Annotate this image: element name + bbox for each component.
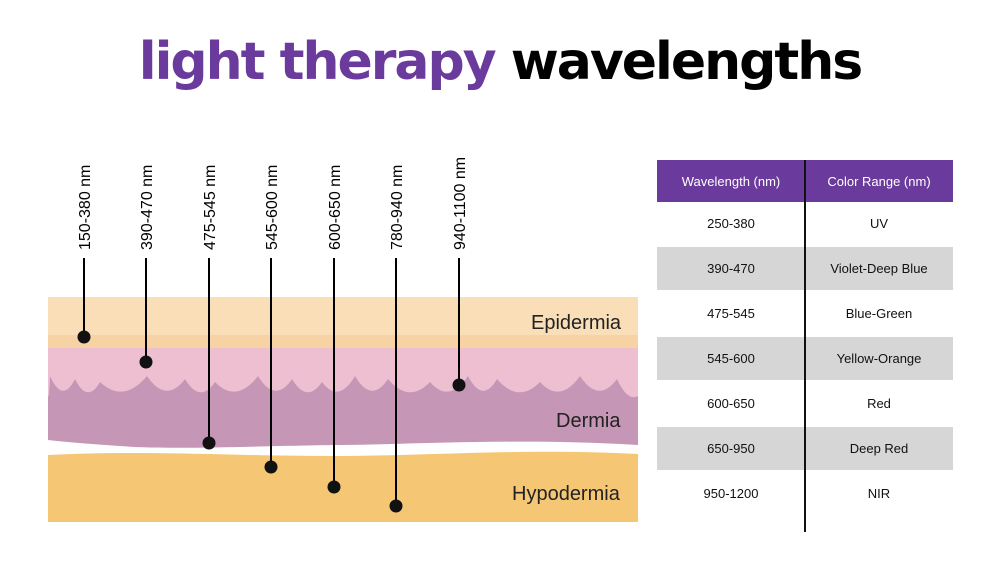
table-cell-wavelength: 950-1200 (703, 486, 759, 501)
wavelength-table: Wavelength (nm) Color Range (nm) 250-380… (657, 160, 953, 515)
marker-dot (264, 460, 278, 474)
table-row: 475-545 Blue-Green (657, 292, 953, 335)
table-cell-color-range: Blue-Green (845, 306, 913, 321)
hypodermis-layer (48, 451, 638, 522)
table-row: 545-600 Yellow-Orange (657, 337, 953, 380)
wavelength-label-940-1100: 940-1100 nm (452, 157, 469, 250)
marker-dot (327, 480, 341, 494)
table-row: 650-950 Deep Red (657, 427, 953, 470)
marker-dot (202, 436, 216, 450)
table-cell-color-range: NIR (867, 486, 891, 501)
table-cell-wavelength: 600-650 (707, 396, 755, 411)
wavelength-label-545-600: 545-600 nm (264, 165, 281, 250)
wavelength-label-600-650: 600-650 nm (327, 165, 344, 250)
skin-layers-diagram: Epidermia Dermia Hypodermia 150-380 nm 3… (48, 157, 638, 522)
table-cell-color-range: Deep Red (805, 427, 953, 470)
marker-dot (139, 355, 153, 369)
table-cell-color-range: Red (867, 396, 891, 411)
table-cell-wavelength: 475-545 (707, 306, 755, 321)
table-cell-wavelength: 390-470 (657, 247, 805, 290)
layer-label-hypodermia: Hypodermia (512, 483, 621, 505)
layer-label-epidermia: Epidermia (531, 312, 622, 334)
wavelength-label-475-545: 475-545 nm (202, 165, 219, 250)
wavelength-label-390-470: 390-470 nm (139, 165, 156, 250)
table-cell-color-range: Yellow-Orange (805, 337, 953, 380)
table-cell-wavelength: 250-380 (707, 216, 755, 231)
title-accent: light therapy (138, 32, 497, 92)
table-cell-wavelength: 545-600 (657, 337, 805, 380)
wavelength-label-150-380: 150-380 nm (77, 165, 94, 250)
marker-dot (452, 378, 466, 392)
table-header-wavelength: Wavelength (nm) (657, 160, 805, 202)
table-row: 950-1200 NIR (657, 472, 953, 515)
table-cell-wavelength: 650-950 (657, 427, 805, 470)
table-column-divider (804, 160, 806, 532)
wavelength-label-780-940: 780-940 nm (389, 165, 406, 250)
table-row: 390-470 Violet-Deep Blue (657, 247, 953, 290)
page-title: light therapy wavelengths (0, 36, 1000, 88)
table-cell-color-range: UV (869, 216, 889, 231)
marker-dot (389, 499, 403, 513)
marker-dot (77, 330, 91, 344)
table-row: 600-650 Red (657, 382, 953, 425)
table-header-color-range: Color Range (nm) (805, 160, 953, 202)
table-row: 250-380 UV (657, 202, 953, 245)
dermis-reticular (48, 376, 638, 448)
layer-label-dermia: Dermia (556, 410, 621, 432)
table-cell-color-range: Violet-Deep Blue (805, 247, 953, 290)
title-main: wavelengths (510, 32, 863, 92)
epidermis-lower (48, 335, 638, 350)
